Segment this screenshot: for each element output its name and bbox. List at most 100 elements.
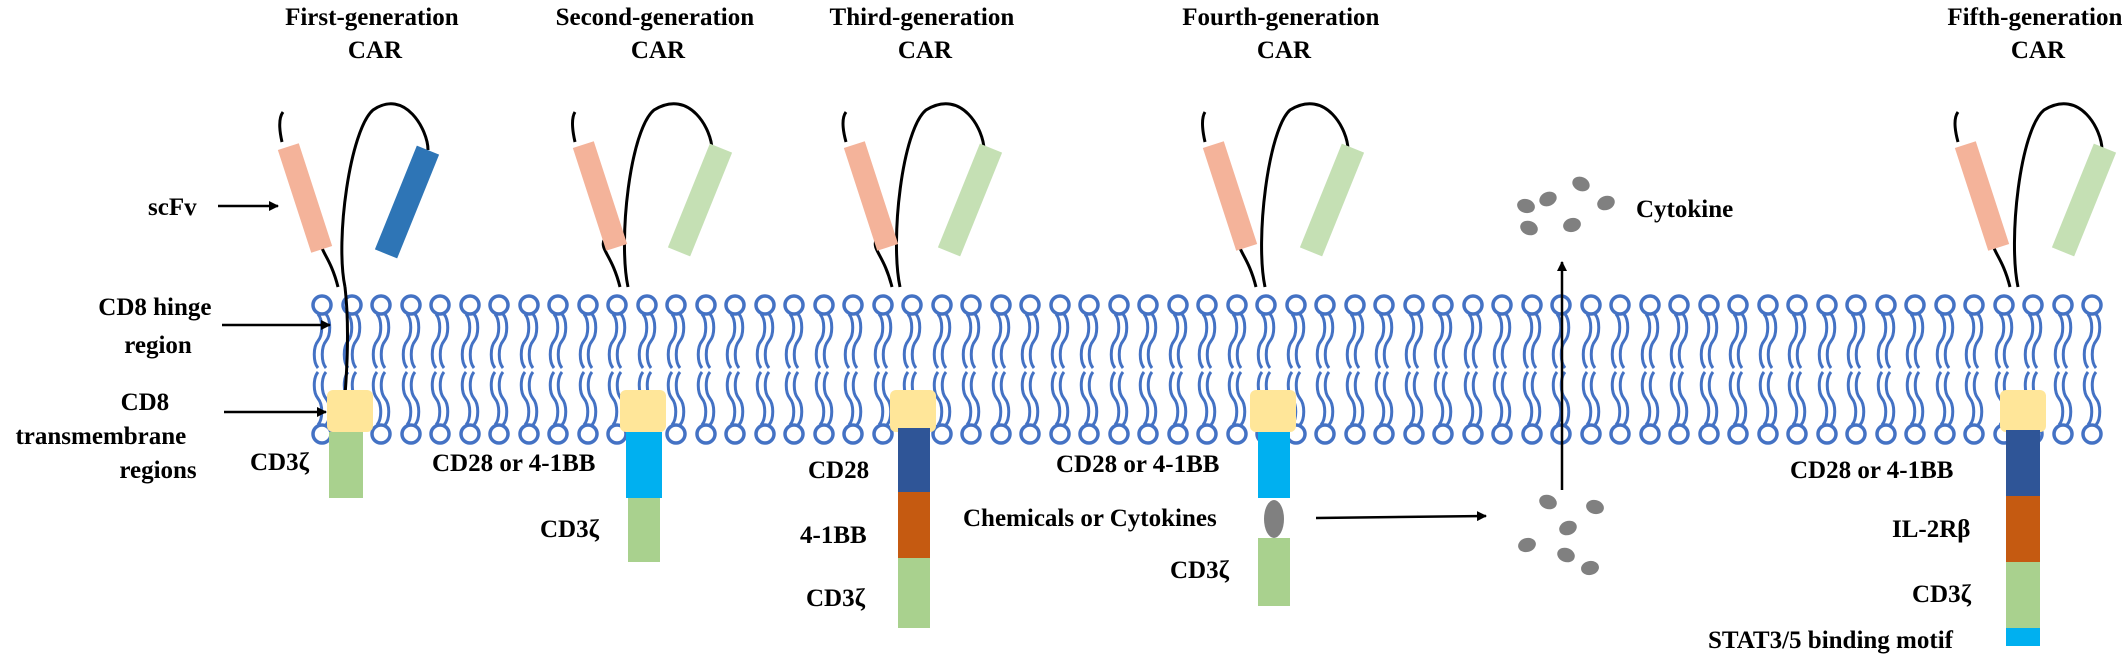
lipid-tail-outer: [497, 313, 509, 369]
phospholipid-head-outer: [1904, 294, 1926, 316]
lipid-tail-outer: [666, 313, 678, 369]
phospholipid-head-inner: [1521, 423, 1543, 445]
lipid-tail-inner: [1382, 371, 1394, 426]
gen1-linker-lines: [278, 102, 430, 396]
phospholipid-head-outer: [1786, 294, 1808, 316]
lipid-tail-outer: [1964, 313, 1976, 369]
lipid-tail-inner: [1374, 371, 1386, 426]
lipid-tail-inner: [1315, 371, 1327, 426]
gen2-title-line2: CAR: [631, 37, 686, 64]
lipid-tail-inner: [666, 371, 678, 426]
phospholipid-head-outer: [872, 294, 894, 316]
lipid-tail-outer: [991, 313, 1003, 369]
tm-label-line1: CD8: [121, 389, 170, 416]
lipid-tail-inner: [999, 371, 1011, 426]
lipid-tail-outer: [696, 313, 708, 369]
phospholipid-head-inner: [1078, 423, 1100, 445]
phospholipid-head-inner: [2052, 423, 2074, 445]
phospholipid-head-inner: [1049, 423, 1071, 445]
gen5-costim-domain: [2006, 430, 2040, 496]
gen5-title-line1: Fifth-generation: [1947, 4, 2122, 31]
phospholipid-head-outer: [1344, 294, 1366, 316]
gen1-title: First-generation CAR: [285, 4, 465, 64]
phospholipid-head-outer: [1432, 294, 1454, 316]
gen3-title-line2: CAR: [898, 37, 953, 64]
lipid-tail-inner: [1943, 371, 1955, 426]
phospholipid-head-outer: [1285, 294, 1307, 316]
gen2-costim-label: CD28 or 4-1BB: [432, 450, 595, 477]
lipid-tail-outer: [519, 313, 531, 369]
lipid-tail-outer: [1728, 313, 1740, 369]
lipid-tail-outer: [607, 313, 619, 369]
lipid-tail-outer: [1551, 313, 1563, 369]
gen2-cd3z-label: CD3ζ: [540, 516, 600, 543]
gen4-vl-domain: [1202, 141, 1258, 251]
phospholipid-head-inner: [1609, 423, 1631, 445]
lipid-tail-inner: [1471, 371, 1483, 426]
phospholipid-head-outer: [1727, 294, 1749, 316]
lipid-tail-outer: [1522, 313, 1534, 369]
lipid-tail-inner: [460, 371, 472, 426]
cytokine-particle: [1597, 195, 1615, 211]
lipid-tail-outer: [1669, 313, 1681, 369]
phospholipid-head-outer: [1373, 294, 1395, 316]
lipid-tail-outer: [1463, 313, 1475, 369]
lipid-tail-inner: [1109, 371, 1121, 426]
lipid-tail-outer: [1935, 313, 1947, 369]
phospholipid-head-outer: [1609, 294, 1631, 316]
lipid-tail-inner: [1205, 371, 1217, 426]
lipid-tail-inner: [814, 371, 826, 426]
lipid-tail-inner: [312, 371, 324, 426]
gen3-title-line1: Third-generation: [830, 4, 1015, 31]
lipid-tail-outer: [1079, 313, 1091, 369]
phospholipid-head-inner: [1875, 423, 1897, 445]
cytokine-particle: [1563, 217, 1581, 233]
lipid-tail-inner: [1050, 371, 1062, 426]
phospholipid-head-inner: [1226, 423, 1248, 445]
lipid-tail-outer: [881, 313, 893, 369]
gen4-title-line1: Fourth-generation: [1182, 4, 1379, 31]
lipid-tail-outer: [932, 313, 944, 369]
lipid-tail-inner: [1846, 371, 1858, 426]
lipid-tail-inner: [1581, 371, 1593, 426]
lipid-tail-inner: [961, 371, 973, 426]
lipid-tail-outer: [784, 313, 796, 369]
lipid-tail-outer: [438, 313, 450, 369]
lipid-tail-inner: [1618, 371, 1630, 426]
phospholipid-head-inner: [1167, 423, 1189, 445]
lipid-tail-outer: [1854, 313, 1866, 369]
phospholipid-head-inner: [1019, 423, 1041, 445]
lipid-tail-outer: [1087, 313, 1099, 369]
cell-membrane-bilayer: [311, 294, 2103, 445]
lipid-tail-outer: [1994, 313, 2006, 369]
phospholipid-head-inner: [429, 423, 451, 445]
lipid-tail-outer: [2053, 313, 2065, 369]
phospholipid-head-outer: [1521, 294, 1543, 316]
gen4-vh-domain: [1299, 143, 1365, 257]
lipid-tail-inner: [578, 371, 590, 426]
lipid-tail-outer: [1825, 313, 1837, 369]
gen3-linker-lines: [841, 102, 986, 288]
lipid-tail-inner: [401, 371, 413, 426]
phospholipid-head-outer: [1167, 294, 1189, 316]
lipid-tail-inner: [1028, 371, 1040, 426]
lipid-tail-outer: [460, 313, 472, 369]
lipid-tail-outer: [1913, 313, 1925, 369]
lipid-tail-outer: [1205, 313, 1217, 369]
phospholipid-head-outer: [665, 294, 687, 316]
lipid-tail-outer: [1795, 313, 1807, 369]
phospholipid-head-inner: [370, 423, 392, 445]
gen2-title-line1: Second-generation: [556, 4, 755, 31]
lipid-tail-inner: [1648, 371, 1660, 426]
phospholipid-head-inner: [842, 423, 864, 445]
gen4-linker-lines: [1201, 102, 1350, 288]
phospholipid-head-inner: [1963, 423, 1985, 445]
lipid-tail-inner: [489, 371, 501, 426]
phospholipid-head-inner: [1314, 423, 1336, 445]
lipid-tail-inner: [1758, 371, 1770, 426]
lipid-tail-outer: [1758, 313, 1770, 369]
lipid-tail-inner: [527, 371, 539, 426]
lipid-tail-outer: [1020, 313, 1032, 369]
phospholipid-head-inner: [518, 423, 540, 445]
lipid-tail-inner: [932, 371, 944, 426]
